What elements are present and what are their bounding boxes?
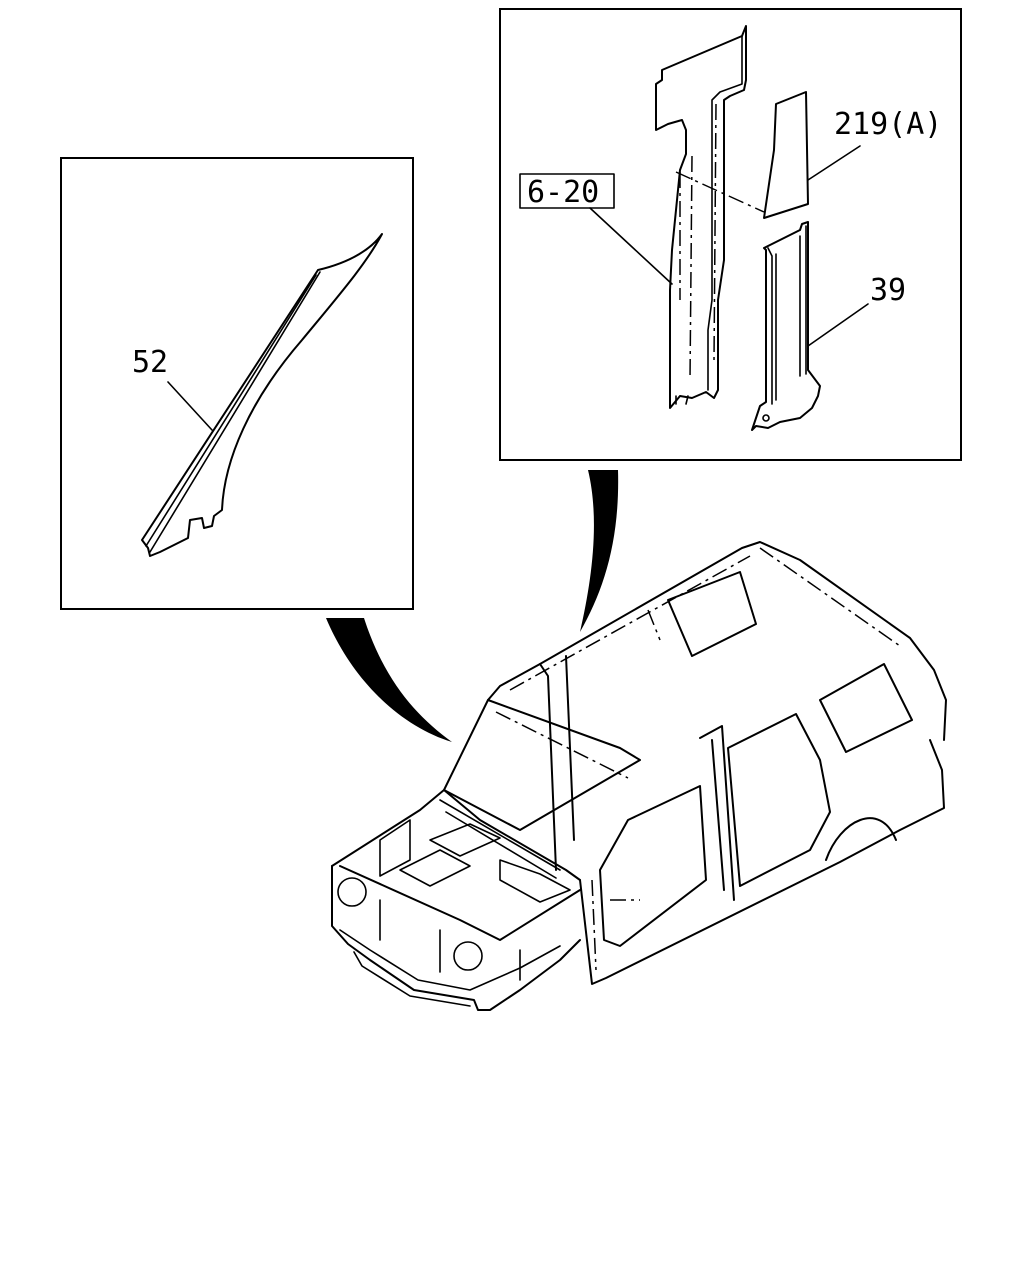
a-pillar-trim-drawing [141,233,383,557]
detail-frame-left: 52 [60,157,414,610]
leader-39 [807,303,869,347]
leader-219a [807,145,861,181]
part-label-6-20: 6-20 [527,175,599,210]
part-label-6-20-box [519,173,615,209]
callout-arc-left [326,618,452,742]
dash-leader-219a [675,171,765,213]
b-pillar-inner-39-drawing [751,221,869,431]
callout-arc-right [580,470,619,632]
pillar-cover-219a-drawing [675,91,861,219]
detail-frame-left-border [60,157,414,610]
leader-52 [167,381,213,431]
part-label-52: 52 [132,345,168,380]
leader-6-20 [589,207,673,285]
callout-arrows [326,470,619,742]
b-pillar-panel-drawing [655,25,747,409]
detail-frame-right-border [499,8,962,461]
part-label-39: 39 [870,273,906,308]
detail-frame-right: 6-20 219(A) 39 [499,8,962,461]
vehicle-body-drawing [331,541,947,1011]
part-label-219a: 219(A) [834,107,942,142]
